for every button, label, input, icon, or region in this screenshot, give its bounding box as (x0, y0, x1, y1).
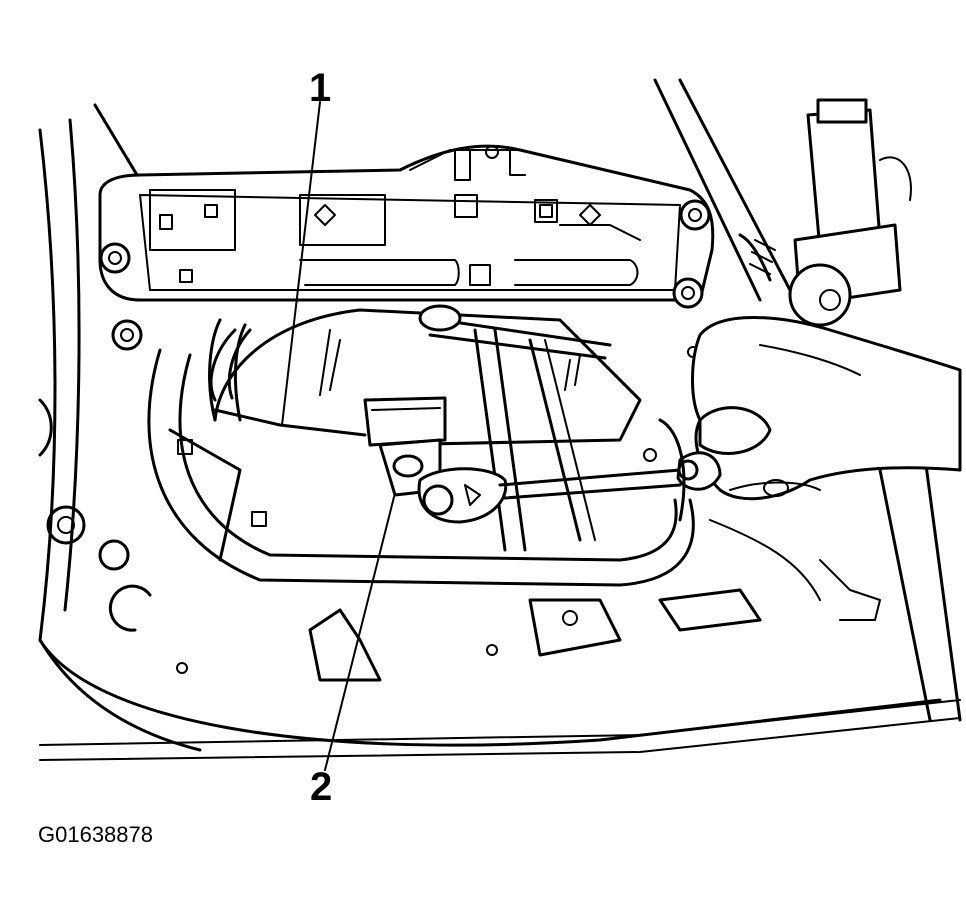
callout-label-1: 1 (309, 66, 331, 110)
connector-assembly (363, 396, 682, 524)
door-frame (38, 78, 962, 761)
technician-hand (676, 316, 962, 501)
regulator-rail (418, 304, 612, 552)
callout-leaders (213, 101, 396, 771)
window-motor (738, 98, 912, 327)
lower-panel (38, 398, 881, 682)
mounting-bolts (99, 199, 711, 358)
figure-id: G01638878 (38, 822, 153, 847)
wiring-harness (209, 328, 821, 601)
door-inner-opening (147, 348, 695, 587)
callout-label-2: 2 (310, 765, 332, 809)
module-carrier (98, 144, 715, 302)
